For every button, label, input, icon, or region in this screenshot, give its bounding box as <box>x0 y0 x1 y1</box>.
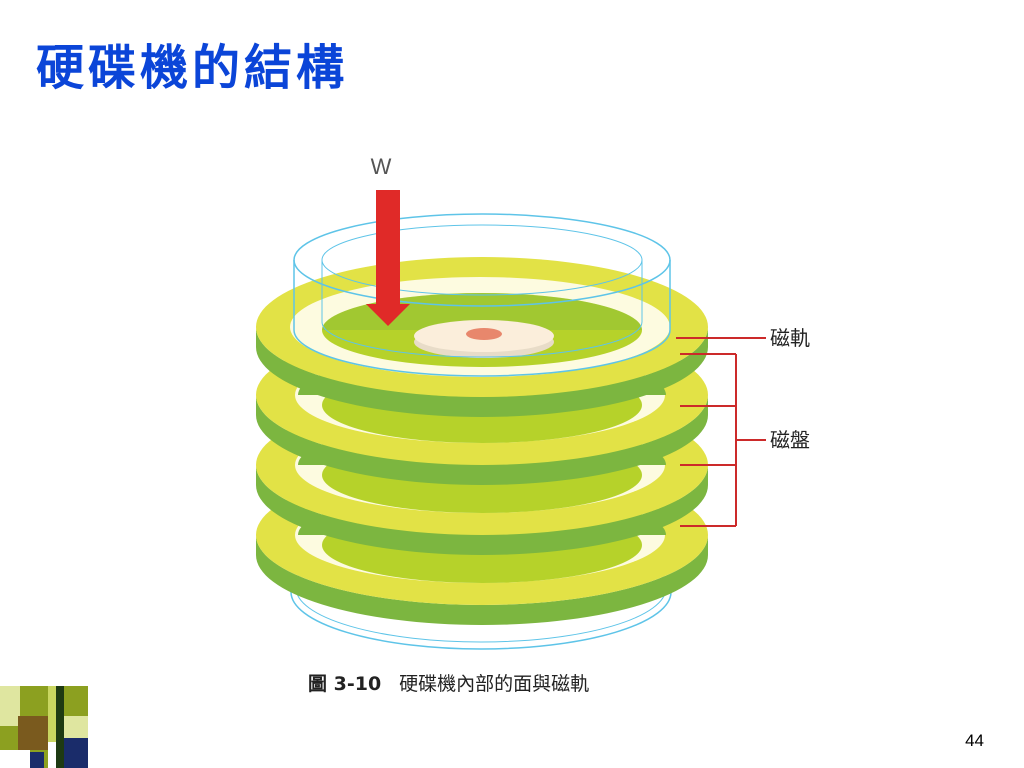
figure-caption: 圖 3-10 硬碟機內部的面與磁軌 <box>308 669 589 696</box>
callout-lines <box>676 337 766 527</box>
spindle-center <box>466 328 502 340</box>
platter-1 <box>256 257 708 417</box>
track-label: 磁軌 <box>770 326 810 350</box>
track-cylinder-outline <box>293 213 671 377</box>
caption-figure-number: 圖 3-10 <box>308 673 382 695</box>
caption-text: 硬碟機內部的面與磁軌 <box>399 673 590 695</box>
platter-label: 磁盤 <box>770 428 810 452</box>
down-arrow-icon <box>366 190 410 326</box>
page-number: 44 <box>965 731 984 750</box>
slide-title: 硬碟機的結構 <box>36 40 349 96</box>
arrow-label: W <box>371 154 392 179</box>
corner-decoration <box>0 686 88 768</box>
